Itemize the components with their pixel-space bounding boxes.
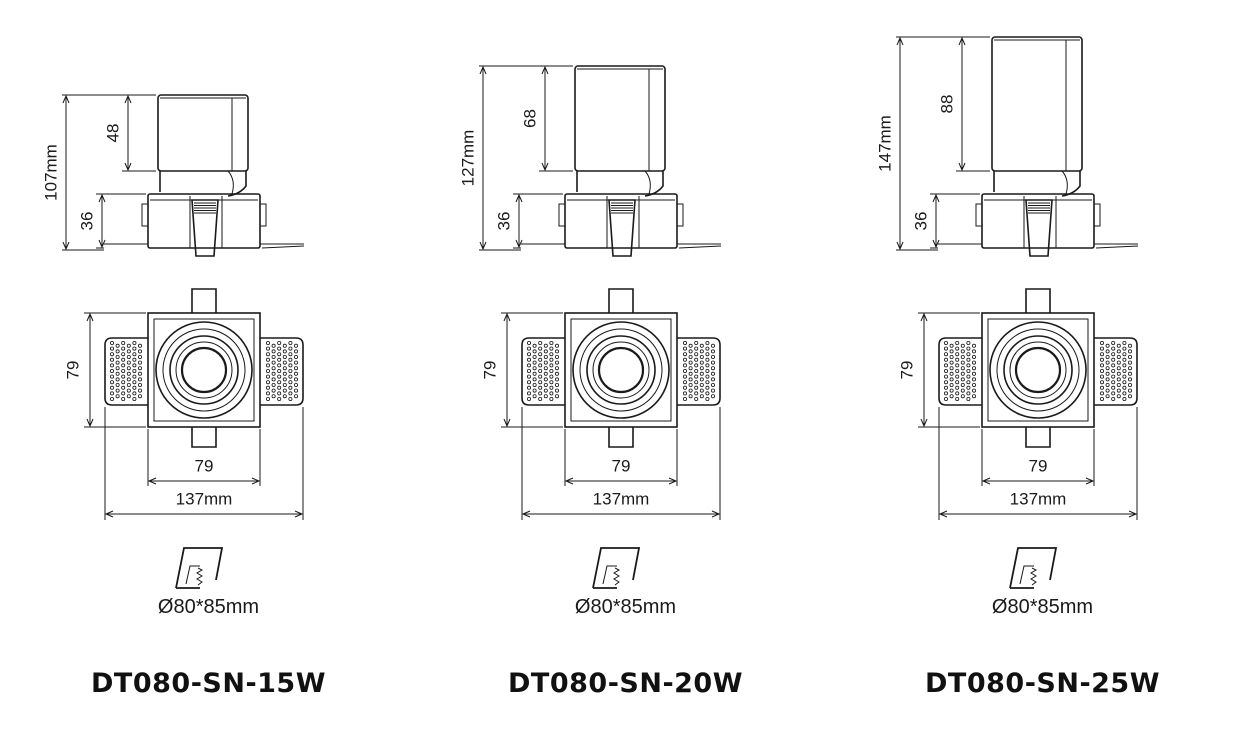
cutout-icon (175, 547, 224, 589)
total-height-label: 127mm (458, 130, 477, 187)
product-unit-25w: 147mm 88 36 79 79 137mm Ø80*85mm DT080-S… (834, 0, 1251, 754)
side-view-drawing-icon (62, 94, 305, 257)
face-width-label: 79 (612, 456, 631, 475)
lower-height-label: 36 (911, 212, 930, 231)
face-height-label: 79 (480, 361, 499, 380)
face-width-label: 79 (1029, 456, 1048, 475)
cutout-icon (1009, 547, 1058, 589)
side-view-drawing-icon (479, 65, 722, 257)
product-drawing-25w: 147mm 88 36 79 79 137mm (875, 36, 1139, 589)
face-height-label: 79 (897, 361, 916, 380)
model-name: DT080-SN-15W (91, 668, 326, 699)
overall-width-label: 137mm (1010, 489, 1067, 508)
cutout-size: Ø80*85mm (574, 596, 677, 618)
model-name: DT080-SN-25W (925, 668, 1160, 699)
front-view-drawing-icon (84, 288, 304, 520)
upper-height-label: 48 (103, 124, 122, 143)
total-height-label: 107mm (41, 144, 60, 201)
upper-height-label: 68 (520, 109, 539, 128)
cutout-icon (592, 547, 641, 589)
total-height-label: 147mm (875, 115, 894, 172)
product-drawing-20w: 127mm 68 36 79 79 137mm (458, 65, 722, 589)
overall-width-label: 137mm (593, 489, 650, 508)
lower-height-label: 36 (77, 212, 96, 231)
face-width-label: 79 (195, 456, 214, 475)
cutout-size: Ø80*85mm (157, 596, 260, 618)
side-view-drawing-icon (896, 36, 1139, 257)
model-name: DT080-SN-20W (508, 668, 743, 699)
front-view-drawing-icon (501, 288, 721, 520)
product-drawing-15w: 107mm 48 36 79 79 137mm (41, 94, 305, 589)
lower-height-label: 36 (494, 212, 513, 231)
upper-height-label: 88 (937, 95, 956, 114)
product-unit-20w: 127mm 68 36 79 79 137mm Ø80*85mm DT080-S… (417, 0, 834, 754)
product-unit-15w: 107mm 48 36 79 79 137mm Ø80*85mm DT080-S… (0, 0, 417, 754)
face-height-label: 79 (63, 361, 82, 380)
overall-width-label: 137mm (176, 489, 233, 508)
front-view-drawing-icon (918, 288, 1138, 520)
cutout-size: Ø80*85mm (991, 596, 1094, 618)
